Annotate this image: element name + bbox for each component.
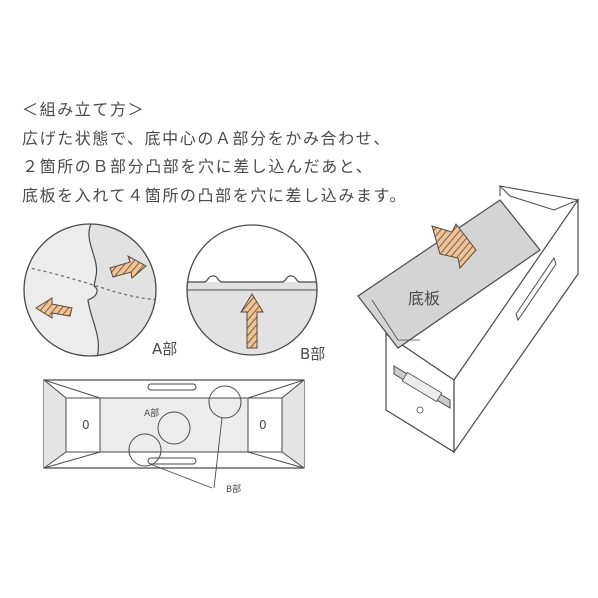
bottom-board-label: 底板 [408, 289, 441, 308]
arrow-icon [35, 297, 73, 319]
instructions-heading: ＜組み立て方＞ [22, 100, 146, 119]
insert-arrow-icon [431, 223, 477, 270]
up-arrow-icon [240, 293, 264, 349]
b-part-detail-circle [186, 224, 318, 356]
b-part-label: B部 [300, 345, 326, 363]
instruction-line-2: ２箇所のＢ部分凸部を穴に差し込んだあと、 [22, 157, 374, 176]
instruction-line-1: 広げた状態で、底中心のＡ部分をかみ合わせ、 [22, 128, 391, 148]
flat-b-part-label: B部 [226, 485, 242, 495]
box-3d-diagram [357, 185, 580, 454]
flat-b-circle-bottom [128, 433, 162, 467]
a-part-detail-circle [23, 223, 157, 357]
flat-b-circle-top [208, 385, 242, 419]
a-part-label: A部 [152, 340, 178, 358]
arrow-icon [109, 254, 147, 279]
instruction-line-3: 底板を入れて４箇所の凸部を穴に差し込みます。 [22, 185, 408, 205]
flat-box-diagram [43, 379, 305, 489]
left-hole-mark: 0 [82, 418, 90, 432]
instructions-block: ＜組み立て方＞ 広げた状態で、底中心のＡ部分をかみ合わせ、 ２箇所のＢ部分凸部を… [22, 96, 492, 210]
flat-a-part-label: A部 [144, 409, 160, 419]
right-hole-mark: 0 [259, 418, 267, 432]
flat-a-circle [157, 411, 191, 445]
